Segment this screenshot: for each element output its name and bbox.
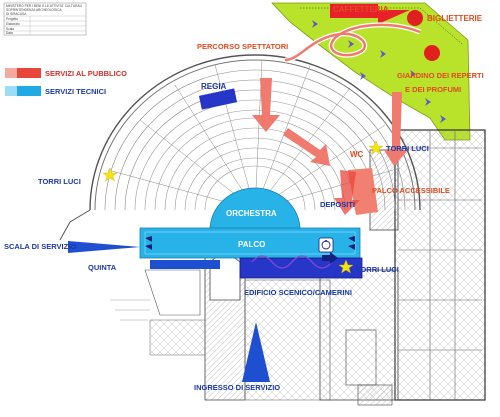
label-torri-luci-left: TORRI LUCI bbox=[38, 177, 81, 186]
legend: SERVIZI AL PUBBLICO SERVIZI TECNICI bbox=[5, 68, 127, 96]
label-ingresso: INGRESSO DI SERVIZIO bbox=[194, 383, 280, 392]
header-field-4: Data bbox=[6, 31, 13, 35]
label-orchestra: ORCHESTRA bbox=[226, 209, 277, 218]
label-torri-luci-bottom: TORRI LUCI bbox=[356, 265, 399, 274]
label-scala-servizio: SCALA DI SERVIZIO bbox=[4, 242, 76, 251]
legend-technical-label: SERVIZI TECNICI bbox=[45, 87, 106, 96]
header-field-3: Scala bbox=[6, 27, 14, 31]
label-giardino-1: GIARDINO DEI REPERTI bbox=[397, 71, 484, 80]
label-edificio: EDIFICIO SCENICO/CAMERINI bbox=[244, 288, 352, 297]
label-wc: WC bbox=[350, 150, 364, 159]
label-caffetteria: CAFFETTERIA bbox=[333, 5, 389, 14]
label-palco: PALCO bbox=[238, 240, 265, 249]
header-line-2: SOPRINTENDENZA ARCHEOLOGICA bbox=[6, 8, 62, 12]
ticket-dot-icon-2 bbox=[424, 45, 440, 61]
legend-technical-swatch bbox=[5, 86, 41, 96]
public-arrows bbox=[252, 4, 421, 215]
quinta-strip bbox=[150, 260, 220, 269]
label-palco-accessibile: PALCO ACCESSIBILE bbox=[372, 186, 450, 195]
accessible-icon bbox=[318, 237, 334, 253]
label-biglietterie: BIGLIETTERIE bbox=[427, 14, 483, 23]
garden-decorations bbox=[312, 20, 446, 123]
header-field-2: Elaborato bbox=[6, 22, 20, 26]
header-block: MINISTERO PER I BENI E LE ATTIVITA' CULT… bbox=[3, 2, 87, 36]
technical-arrows bbox=[68, 241, 338, 382]
label-percorso: PERCORSO SPETTATORI bbox=[197, 42, 288, 51]
ticket-dot-icon bbox=[407, 10, 423, 26]
label-giardino-2: E DEI PROFUMI bbox=[405, 85, 461, 94]
labels: CAFFETTERIA BIGLIETTERIE PERCORSO SPETTA… bbox=[4, 5, 484, 392]
regia-box bbox=[198, 88, 238, 110]
header-line-3: DI SIRACUSA bbox=[6, 12, 27, 16]
label-quinta: QUINTA bbox=[88, 263, 117, 272]
header-line-1: MINISTERO PER I BENI E LE ATTIVITA' CULT… bbox=[6, 4, 82, 8]
legend-public-label: SERVIZI AL PUBBLICO bbox=[45, 69, 127, 78]
legend-public-swatch bbox=[5, 68, 41, 78]
label-torri-luci-right: TORRI LUCI bbox=[386, 144, 429, 153]
orchestra-area bbox=[209, 187, 301, 231]
label-depositi: DEPOSITI bbox=[320, 200, 355, 209]
light-tower-icon bbox=[102, 140, 384, 274]
header-field-1: Progetto bbox=[6, 17, 18, 21]
label-regia: REGIA bbox=[201, 82, 227, 91]
